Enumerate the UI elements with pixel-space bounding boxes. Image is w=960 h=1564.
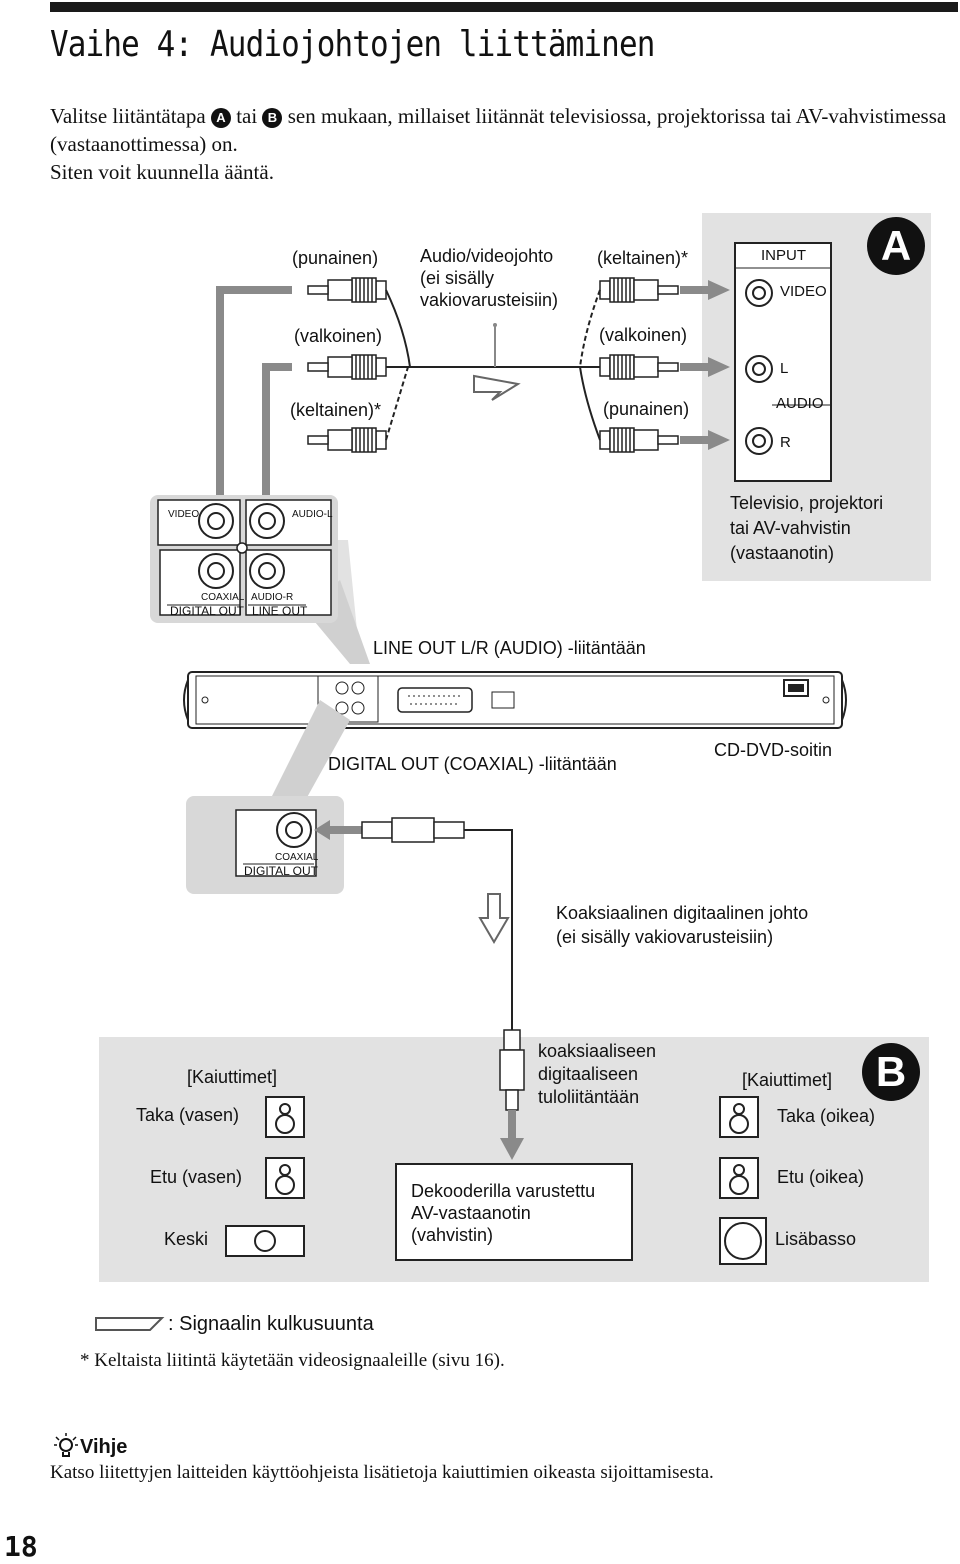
tv-l-label: L — [780, 360, 789, 377]
left-plug-white-label: (valkoinen) — [294, 326, 383, 346]
footnote: * Keltaista liitintä käytetään videosign… — [80, 1350, 505, 1371]
section-a-badge-icon: A — [867, 217, 925, 275]
intro-paragraph: Valitse liitäntätapa A tai B sen mukaan,… — [50, 102, 955, 186]
intro-text-4: Siten voit kuunnella ääntä. — [50, 160, 274, 184]
zoom-video-label: VIDEO — [168, 509, 200, 520]
coax-input-line-3: tuloliitäntään — [538, 1087, 640, 1107]
tv-input-label: INPUT — [761, 247, 806, 264]
tv-video-label: VIDEO — [780, 283, 827, 300]
receiver-line-3: (vahvistin) — [411, 1225, 494, 1245]
badge-b-icon: B — [262, 108, 283, 128]
subwoofer-label: Lisäbasso — [775, 1229, 857, 1249]
tv-caption: Televisio, projektori tai AV-vahvistin (… — [730, 491, 883, 566]
zoom-digital-out-label: DIGITAL OUT — [170, 604, 245, 618]
hint-title: Vihje — [80, 1436, 128, 1458]
player-caption: CD-DVD-soitin — [714, 740, 833, 760]
coax-cable-line-2: (ei sisälly vakiovarusteisiin) — [556, 927, 774, 947]
tv-audio-label: AUDIO — [776, 395, 824, 412]
left-plug-yellow-label: (keltainen)* — [290, 400, 382, 420]
right-plug-yellow-label: (keltainen)* — [597, 248, 689, 268]
tv-r-label: R — [780, 434, 791, 451]
right-plug-red-label: (punainen) — [603, 399, 690, 419]
lightbulb-icon — [54, 1433, 78, 1457]
receiver-line-2: AV-vastaanotin — [411, 1203, 531, 1223]
speakers-left-title: [Kaiuttimet] — [187, 1067, 278, 1087]
speaker-rear-right-label: Taka (oikea) — [777, 1106, 876, 1126]
left-plug-red-label: (punainen) — [292, 248, 379, 268]
speaker-center-label: Keski — [164, 1229, 209, 1249]
speakers-right-title: [Kaiuttimet] — [742, 1070, 833, 1090]
coax-cable-line-1: Koaksiaalinen digitaalinen johto — [556, 903, 809, 923]
right-plug-white-label: (valkoinen) — [599, 325, 688, 345]
speaker-front-right-label: Etu (oikea) — [777, 1167, 865, 1187]
zoom-audio-l-label: AUDIO-L — [292, 509, 333, 520]
coax-zoom-coaxial-label: COAXIAL — [275, 852, 319, 863]
digital-out-caption: DIGITAL OUT (COAXIAL) -liitäntään — [328, 754, 617, 774]
page-title: Vaihe 4: Audiojohtojen liittäminen — [50, 24, 655, 65]
section-b-badge-icon: B — [862, 1043, 920, 1101]
coax-zoom-digital-out-label: DIGITAL OUT — [244, 864, 319, 878]
zoom-coaxial-label: COAXIAL — [201, 592, 245, 603]
intro-text-3: sen mukaan, millaiset liitännät televisi… — [50, 104, 947, 156]
tv-caption-line-1: Televisio, projektori — [730, 493, 884, 513]
signal-legend: : Signaalin kulkusuunta — [168, 1313, 374, 1335]
tv-caption-line-2: tai AV-vahvistin — [730, 518, 851, 538]
tv-caption-line-3: (vastaanotin) — [730, 543, 835, 563]
top-rule — [50, 2, 958, 12]
receiver-line-1: Dekooderilla varustettu — [411, 1181, 596, 1201]
coax-input-line-2: digitaaliseen — [538, 1064, 639, 1084]
badge-a-icon: A — [210, 108, 231, 128]
speaker-front-left-label: Etu (vasen) — [150, 1167, 243, 1187]
coax-input-line-1: koaksiaaliseen — [538, 1041, 657, 1061]
coax-input-caption: koaksiaaliseen digitaaliseen tuloliitänt… — [538, 1040, 656, 1109]
intro-text-2: tai — [236, 104, 258, 128]
hint-text: Katso liitettyjen laitteiden käyttöohjei… — [50, 1462, 714, 1483]
intro-text-1: Valitse liitäntätapa — [50, 104, 206, 128]
line-out-caption: LINE OUT L/R (AUDIO) -liitäntään — [373, 638, 646, 658]
av-cable-title: Audio/videojohto (ei sisälly vakiovarust… — [420, 246, 559, 310]
speaker-rear-left-label: Taka (vasen) — [136, 1105, 240, 1125]
coax-cable-caption: Koaksiaalinen digitaalinen johto (ei sis… — [556, 901, 808, 949]
page-number: 18 — [4, 1530, 38, 1563]
receiver-caption: Dekooderilla varustettu AV-vastaanotin (… — [411, 1180, 595, 1246]
zoom-line-out-label: LINE OUT — [252, 604, 308, 618]
zoom-audio-r-label: AUDIO-R — [251, 592, 294, 603]
